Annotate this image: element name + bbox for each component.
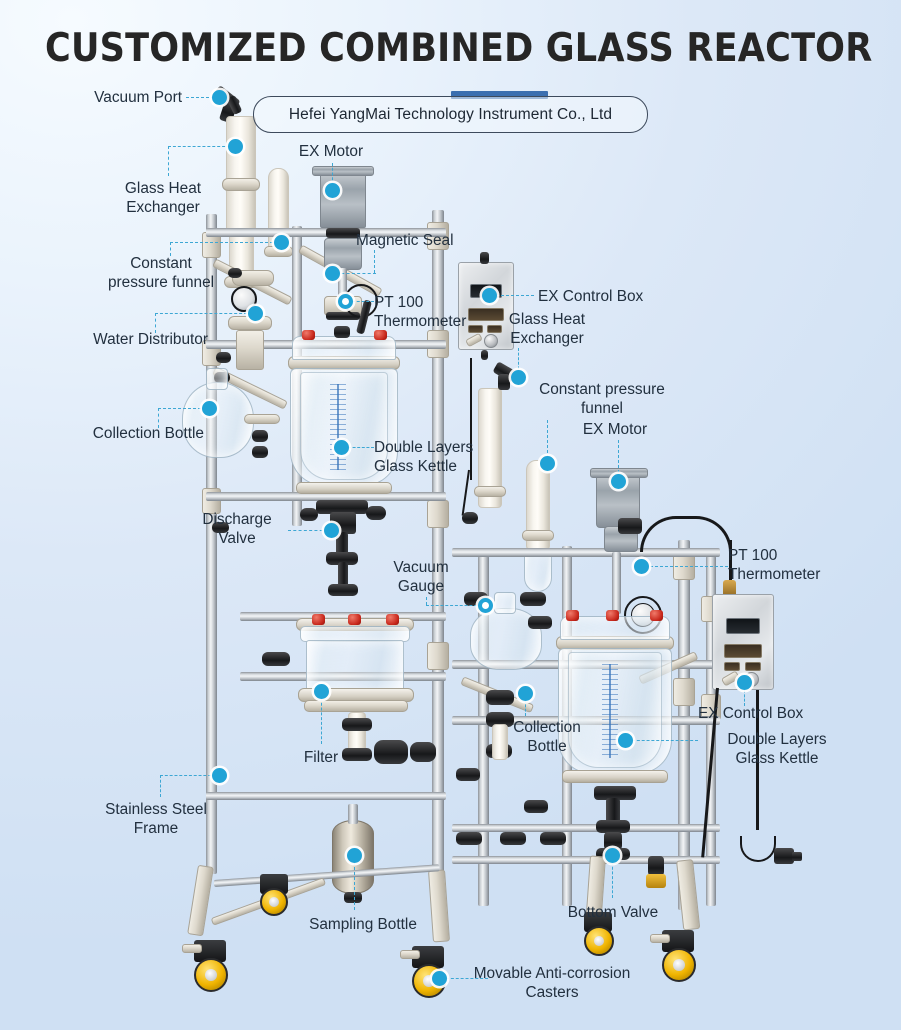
callout-ex-control-box-right: EX Control Box <box>698 705 804 722</box>
leader-bottom-valve <box>612 862 613 898</box>
leader-ghe-left-h <box>168 146 230 147</box>
callout-bottom-valve: Bottom Valve <box>567 904 659 921</box>
marker-stainless-steel-frame <box>212 768 227 783</box>
leader-ecb-left <box>496 295 534 296</box>
leader-cpf-left-h <box>170 242 278 243</box>
marker-water-distributor <box>248 306 263 321</box>
callout-filter: Filter <box>303 749 339 766</box>
marker-movable-casters <box>432 971 447 986</box>
leader-exm-right <box>618 440 619 478</box>
callout-double-layers-glass-kettle-right: Double Layers Glass Kettle <box>727 731 827 767</box>
leader-cb-right <box>525 700 526 716</box>
marker-constant-pressure-funnel-right <box>540 456 555 471</box>
marker-double-layers-glass-kettle-right <box>618 733 633 748</box>
marker-glass-heat-exchanger-left <box>228 139 243 154</box>
callout-ex-motor-right: EX Motor <box>582 421 648 438</box>
company-badge: Hefei YangMai Technology Instrument Co.,… <box>253 96 648 133</box>
marker-double-layers-glass-kettle-left <box>334 440 349 455</box>
leader-ghe-right <box>518 348 519 374</box>
leader-vg-h <box>426 605 482 606</box>
callout-ex-control-box-left: EX Control Box <box>538 288 644 305</box>
leader-sampling-bottle <box>354 862 355 910</box>
marker-ex-motor-left <box>325 183 340 198</box>
callout-glass-heat-exchanger-left: Glass Heat Exchanger <box>124 180 202 216</box>
company-name: Hefei YangMai Technology Instrument Co.,… <box>288 105 613 123</box>
marker-ex-motor-right <box>611 474 626 489</box>
leader-casters <box>446 978 488 979</box>
leader-ssf-v <box>160 775 161 797</box>
callout-ex-motor-left: EX Motor <box>298 143 364 160</box>
callout-magnetic-seal: Magnetic Seal <box>356 232 454 249</box>
marker-vacuum-port <box>212 90 227 105</box>
callout-pt100-thermometer-right: PT 100 Thermometer <box>728 547 821 583</box>
leader-discharge-valve <box>288 530 328 531</box>
callout-discharge-valve: Discharge Valve <box>202 511 272 547</box>
leader-pt100-left <box>352 301 374 302</box>
marker-pt100-thermometer-right <box>634 559 649 574</box>
marker-bottom-valve <box>605 848 620 863</box>
marker-constant-pressure-funnel-left <box>274 235 289 250</box>
page-title: CUSTOMIZED COMBINED GLASS REACTOR <box>45 26 873 71</box>
leader-ms-v <box>374 250 375 273</box>
leader-wd-h <box>155 313 252 314</box>
callout-constant-pressure-funnel-left: Constant pressure funnel <box>107 255 215 291</box>
callout-collection-bottle-right: Collection Bottle <box>513 719 581 755</box>
leader-pt100-right <box>640 566 728 567</box>
marker-ex-control-box-right <box>737 675 752 690</box>
marker-pt100-thermometer-left <box>338 294 353 309</box>
leader-ms-h <box>336 273 376 274</box>
marker-collection-bottle-left <box>202 401 217 416</box>
marker-glass-heat-exchanger-right <box>511 370 526 385</box>
marker-discharge-valve <box>324 523 339 538</box>
leader-cpf-left-v <box>170 242 171 256</box>
leader-ecb-right <box>744 690 745 706</box>
leader-vg-v <box>426 597 427 605</box>
marker-vacuum-gauge <box>478 598 493 613</box>
callout-double-layers-glass-kettle-left: Double Layers Glass Kettle <box>374 439 474 475</box>
marker-sampling-bottle <box>347 848 362 863</box>
marker-ex-control-box-left <box>482 288 497 303</box>
callout-constant-pressure-funnel-right: Constant pressure funnel <box>539 381 665 417</box>
leader-cpf-right <box>547 420 548 458</box>
leader-dlgk-right <box>632 740 698 741</box>
leader-filter <box>321 698 322 744</box>
leader-vacuum-port <box>186 97 214 98</box>
callout-pt100-thermometer-left: PT 100 Thermometer <box>374 294 467 330</box>
callout-collection-bottle-left: Collection Bottle <box>92 425 204 442</box>
callout-glass-heat-exchanger-right: Glass Heat Exchanger <box>508 311 586 347</box>
leader-exm-left <box>332 163 333 185</box>
leader-cb-left-h <box>158 408 206 409</box>
marker-filter <box>314 684 329 699</box>
badge-accent-bar <box>451 91 548 99</box>
marker-collection-bottle-right <box>518 686 533 701</box>
leader-cb-left-v <box>158 408 159 428</box>
leader-dlgk-left <box>348 447 374 448</box>
callout-sampling-bottle: Sampling Bottle <box>309 916 417 933</box>
callout-water-distributor: Water Distributor <box>93 331 208 348</box>
callout-vacuum-gauge: Vacuum Gauge <box>393 559 449 595</box>
callout-stainless-steel-frame: Stainless Steel Frame <box>105 801 207 837</box>
leader-ssf-h <box>160 775 216 776</box>
leader-ghe-left-v <box>168 146 169 176</box>
leader-wd-v <box>155 313 156 333</box>
callout-movable-casters: Movable Anti-corrosion Casters <box>473 965 631 1001</box>
callout-vacuum-port: Vacuum Port <box>94 89 182 106</box>
marker-magnetic-seal <box>325 266 340 281</box>
